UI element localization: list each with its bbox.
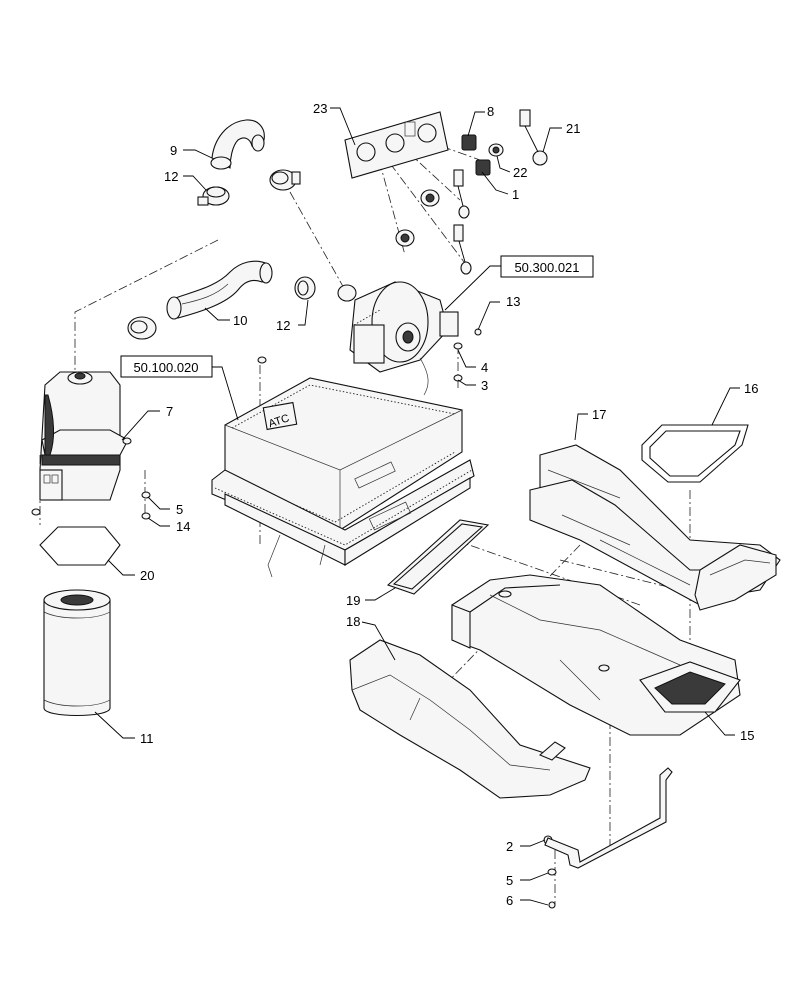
- support-bracket-part: [544, 767, 673, 869]
- filter-mats-part: [529, 444, 781, 611]
- blower-assembly-part: [337, 281, 459, 396]
- callout-12a: 12: [164, 169, 178, 184]
- callout-9: 9: [170, 143, 177, 158]
- callout-8: 8: [487, 104, 494, 119]
- callout-5a: 5: [176, 502, 183, 517]
- callout-3: 3: [481, 378, 488, 393]
- callout-18: 18: [346, 614, 360, 629]
- switch-panel-part: [344, 111, 449, 179]
- grommets-part: [395, 109, 548, 275]
- reference-box-300: 50.300.021: [444, 255, 594, 311]
- center-duct-part: [451, 574, 741, 736]
- reference-label-300: 50.300.021: [514, 260, 579, 275]
- callout-12b: 12: [276, 318, 290, 333]
- callout-15: 15: [740, 728, 754, 743]
- reference-box-100: 50.100.020: [120, 355, 239, 421]
- hose-clamp-part: [269, 169, 301, 191]
- callout-5b: 5: [506, 873, 513, 888]
- filter-element-part: [43, 589, 111, 717]
- callout-16: 16: [744, 381, 758, 396]
- upper-clamp-part: [197, 186, 230, 206]
- callout-22: 22: [513, 165, 527, 180]
- leader-lines: [94, 107, 740, 906]
- upper-hose-part: [210, 119, 265, 170]
- callout-2: 2: [506, 839, 513, 854]
- frame-gasket-part: [641, 424, 749, 483]
- callout-labels: 1 2 3 4 5 5 6 7 8 9 10 11 12 12 13 14 15…: [140, 101, 758, 908]
- rocker-switches-part: [461, 134, 504, 176]
- callout-7: 7: [166, 404, 173, 419]
- callout-14: 14: [176, 519, 190, 534]
- callout-6: 6: [506, 893, 513, 908]
- callout-4: 4: [481, 360, 488, 375]
- filter-frame-part: [386, 519, 490, 595]
- lower-duct-part: [349, 639, 591, 799]
- callout-1: 1: [512, 187, 519, 202]
- callout-23: 23: [313, 101, 327, 116]
- hvac-housing-part: ATC: [211, 377, 475, 578]
- callout-21: 21: [566, 121, 580, 136]
- lower-hose-part: [166, 260, 273, 320]
- callout-20: 20: [140, 568, 154, 583]
- reservoir-tank-part: [31, 371, 132, 516]
- lower-hose-clamp-part: [127, 316, 157, 340]
- callout-17: 17: [592, 407, 606, 422]
- callout-19: 19: [346, 593, 360, 608]
- callout-13: 13: [506, 294, 520, 309]
- gasket-part: [39, 526, 121, 566]
- callout-10: 10: [233, 313, 247, 328]
- lower-sleeve-part: [294, 276, 316, 300]
- reference-label-100: 50.100.020: [133, 360, 198, 375]
- callout-11: 11: [140, 731, 154, 746]
